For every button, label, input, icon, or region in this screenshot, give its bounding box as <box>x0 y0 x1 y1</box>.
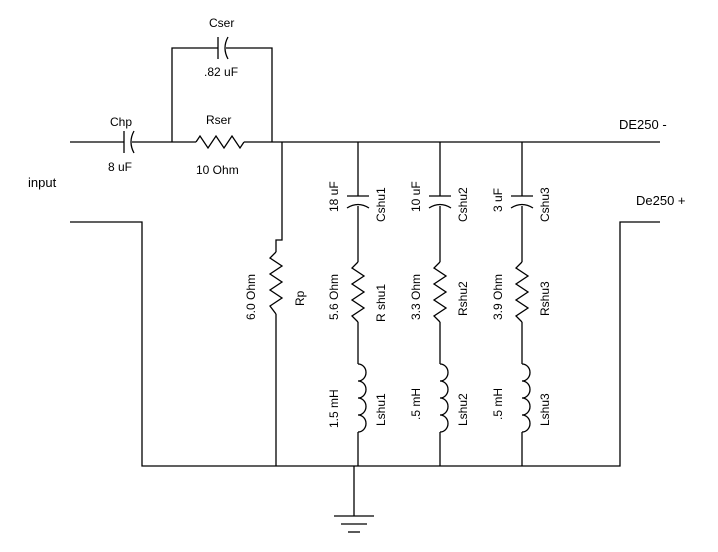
rshu2-value-label: 3.3 Ohm <box>409 274 423 320</box>
labels: input DE250 - De250 + Chp 8 uF Cser .82 … <box>28 16 686 428</box>
cshu3-value-label: 3 uF <box>491 188 505 212</box>
wire-cser-left <box>171 47 218 142</box>
rp-name-label: Rp <box>293 290 307 306</box>
rshu1-resistor <box>350 261 366 323</box>
cser-value-label: .82 uF <box>204 65 238 79</box>
lshu1-inductor <box>357 363 367 433</box>
chp-capacitor <box>123 130 135 154</box>
bottom-return-wire <box>70 221 660 467</box>
cshu1-value-label: 18 uF <box>327 181 341 212</box>
rser-value-label: 10 Ohm <box>196 163 239 177</box>
rp-value-label: 6.0 Ohm <box>244 274 258 320</box>
cshu1-name-label: Cshu1 <box>374 187 388 222</box>
rshu2-resistor <box>432 261 448 323</box>
lshu2-name-label: Lshu2 <box>456 393 470 426</box>
cshu2-name-label: Cshu2 <box>456 187 470 222</box>
lshu1-value-label: 1.5 mH <box>327 389 341 428</box>
rshu1-value-label: 5.6 Ohm <box>327 274 341 320</box>
cshu3-name-label: Cshu3 <box>538 187 552 222</box>
de250-plus-label: De250 + <box>636 193 686 208</box>
rp-top-wire <box>275 142 283 252</box>
rshu3-name-label: Rshu3 <box>538 281 552 316</box>
rshu2-name-label: Rshu2 <box>456 281 470 316</box>
chp-name-label: Chp <box>110 115 132 129</box>
lshu3-name-label: Lshu3 <box>538 393 552 426</box>
rshu3-resistor <box>514 261 530 323</box>
wires <box>70 47 660 516</box>
chp-value-label: 8 uF <box>108 160 132 174</box>
lshu2-value-label: .5 mH <box>409 388 423 420</box>
lshu3-inductor <box>521 363 531 433</box>
wire-cser-right <box>226 47 273 142</box>
rp-resistor <box>268 251 284 315</box>
input-label: input <box>28 175 57 190</box>
cshu1-capacitor <box>346 195 370 209</box>
rser-resistor <box>195 134 245 150</box>
cshu2-value-label: 10 uF <box>409 181 423 212</box>
ground-symbol <box>334 515 374 533</box>
cser-name-label: Cser <box>209 16 234 30</box>
cshu3-capacitor <box>510 195 534 209</box>
de250-minus-label: DE250 - <box>619 117 667 132</box>
rshu1-name-label: R shu1 <box>374 284 388 322</box>
rser-name-label: Rser <box>206 113 231 127</box>
rshu3-value-label: 3.9 Ohm <box>491 274 505 320</box>
lshu2-inductor <box>439 363 449 433</box>
lshu1-name-label: Lshu1 <box>374 393 388 426</box>
lshu3-value-label: .5 mH <box>491 388 505 420</box>
cshu2-capacitor <box>428 195 452 209</box>
cser-capacitor <box>217 36 229 60</box>
